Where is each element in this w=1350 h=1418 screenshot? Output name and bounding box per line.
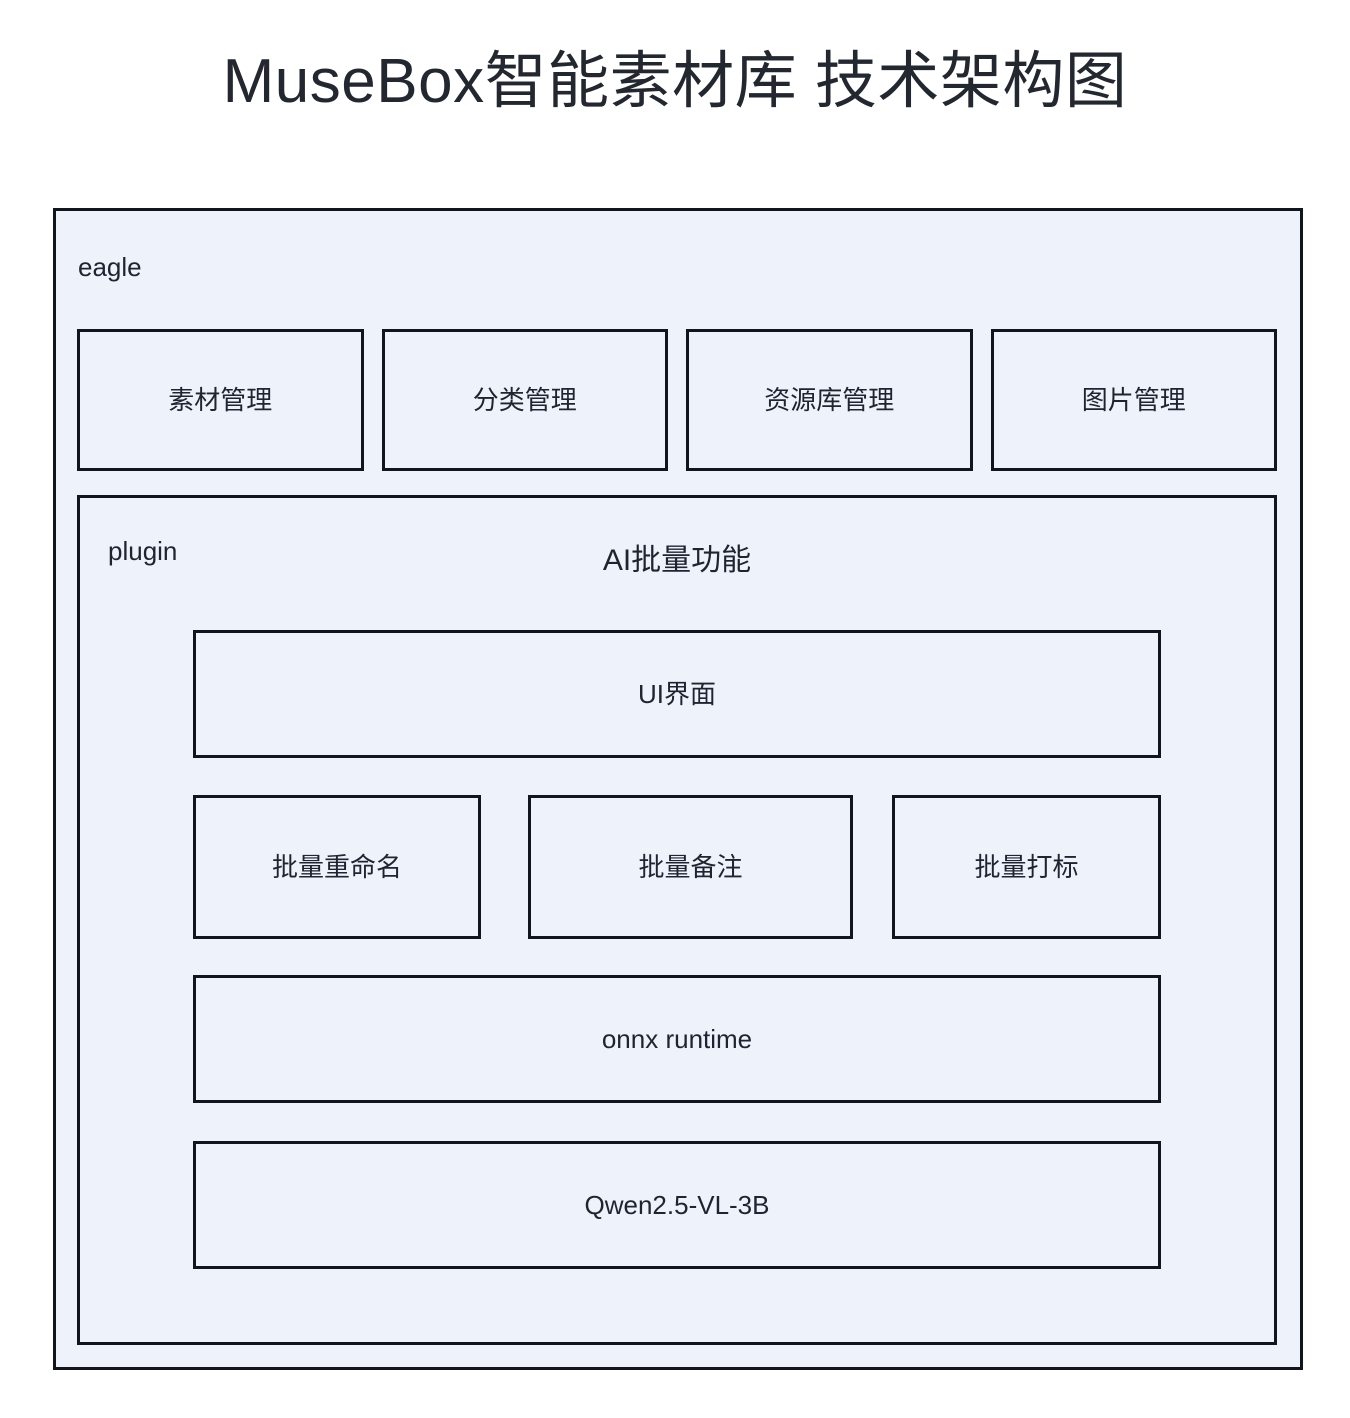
layer-label: Qwen2.5-VL-3B	[584, 1189, 770, 1220]
plugin-title: AI批量功能	[602, 544, 752, 577]
plugin-container: plugin AI批量功能 UI界面 批量重命名 批量备注 批量打标 onnx …	[77, 495, 1277, 1345]
module-box-library-management[interactable]: 资源库管理	[686, 329, 973, 471]
layer-label: UI界面	[637, 678, 716, 709]
module-box-category-management[interactable]: 分类管理	[381, 329, 668, 471]
layer-box-ui[interactable]: UI界面	[193, 630, 1161, 758]
layer-label: onnx runtime	[601, 1023, 753, 1054]
batch-label: 批量打标	[974, 851, 1079, 882]
batch-box-rename[interactable]: 批量重命名	[193, 795, 481, 939]
batch-operations-row: 批量重命名 批量备注 批量打标	[193, 795, 1161, 939]
plugin-container-label: plugin	[108, 536, 178, 566]
layer-box-onnx-runtime[interactable]: onnx runtime	[193, 975, 1161, 1103]
batch-box-tag[interactable]: 批量打标	[892, 795, 1161, 939]
layer-box-model[interactable]: Qwen2.5-VL-3B	[193, 1141, 1161, 1269]
module-box-image-management[interactable]: 图片管理	[990, 329, 1277, 471]
module-label: 分类管理	[472, 384, 577, 415]
eagle-container: eagle 素材管理 分类管理 资源库管理 图片管理 plugin AI批量功能…	[53, 208, 1303, 1370]
eagle-module-row: 素材管理 分类管理 资源库管理 图片管理	[77, 329, 1277, 471]
plugin-layer-stack: UI界面 批量重命名 批量备注 批量打标 onnx runtime Qwen2.…	[193, 630, 1161, 1269]
batch-label: 批量重命名	[271, 851, 402, 882]
page-title: MuseBox智能素材库 技术架构图	[222, 47, 1128, 116]
module-label: 图片管理	[1081, 384, 1186, 415]
eagle-container-label: eagle	[78, 252, 142, 282]
module-box-asset-management[interactable]: 素材管理	[77, 329, 364, 471]
module-label: 资源库管理	[764, 384, 895, 415]
module-label: 素材管理	[168, 384, 273, 415]
batch-box-note[interactable]: 批量备注	[528, 795, 853, 939]
batch-label: 批量备注	[638, 851, 743, 882]
